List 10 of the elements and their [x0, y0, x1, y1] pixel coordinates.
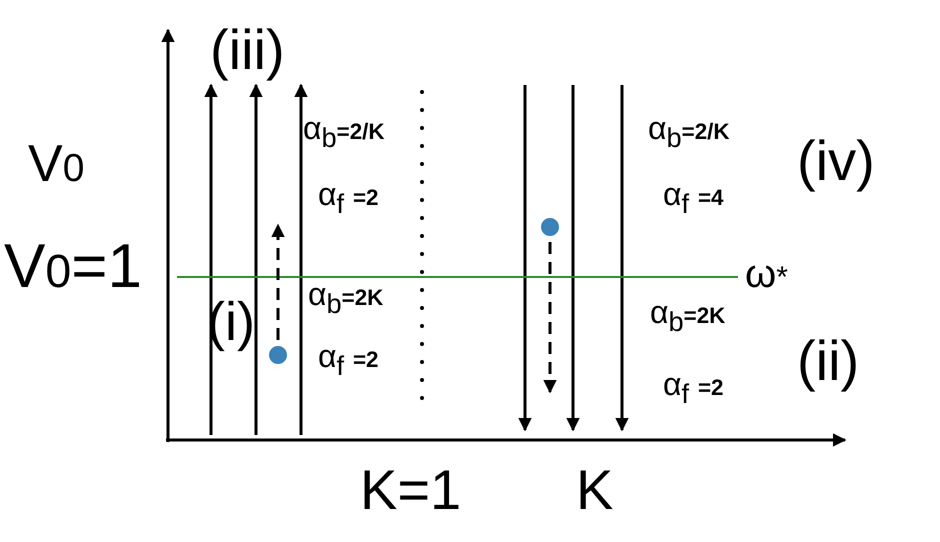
axis-label: K	[576, 462, 614, 518]
dashed-arrow	[543, 242, 557, 394]
axis-label: K=1	[360, 462, 462, 518]
dashed-arrow	[271, 224, 285, 340]
parameter-label: α$_{f}$ =4	[663, 178, 724, 218]
parameter-label: α$_{f}$ =2	[318, 340, 378, 380]
parameter-label: α$_{f}$ =2	[663, 368, 724, 408]
dot-marker	[541, 218, 559, 236]
dot-marker	[269, 346, 287, 364]
parameter-label: α$_{f}$ =2	[318, 178, 378, 218]
